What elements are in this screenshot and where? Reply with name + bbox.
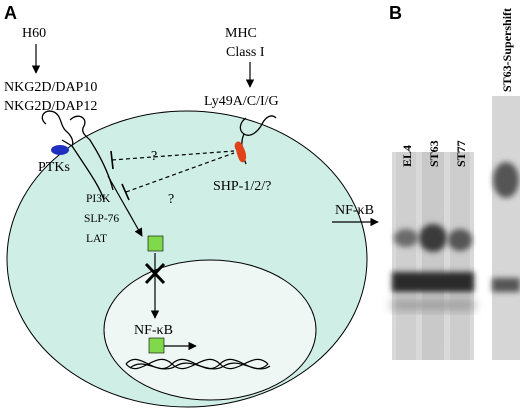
nfkb-nucleus-box bbox=[148, 337, 165, 354]
lane-label-st63: ST63 bbox=[427, 140, 441, 167]
ptk-icon bbox=[51, 145, 69, 155]
nfkb-cytoplasm-box bbox=[147, 235, 164, 252]
nfkb-nucleus-label: NF-κB bbox=[134, 323, 173, 338]
receptor-nkg2d-dap12-label: NKG2D/DAP12 bbox=[4, 99, 97, 114]
emsa-gel-supershift bbox=[492, 96, 520, 360]
ptks-label: PTKs bbox=[38, 160, 70, 175]
lane-label-supershift: ST63-Supershift bbox=[500, 8, 514, 92]
adaptor-pi3k: PI3K bbox=[86, 193, 111, 205]
nfkb-output-label: NF-κB bbox=[335, 203, 374, 218]
question-mark-upper: ? bbox=[151, 149, 157, 164]
adaptor-lat: LAT bbox=[86, 233, 107, 245]
mhc-label: MHC bbox=[225, 26, 257, 41]
adaptor-slp76: SLP-76 bbox=[84, 213, 119, 225]
inhibition-line-upper bbox=[111, 150, 235, 161]
lane-label-el4: EL4 bbox=[400, 145, 414, 167]
inhibition-line-lower bbox=[125, 152, 235, 193]
panel-a-letter: A bbox=[4, 3, 17, 23]
emsa-gel-main bbox=[392, 152, 474, 360]
shp-label: SHP-1/2/? bbox=[213, 179, 271, 194]
nucleus bbox=[103, 259, 317, 401]
inhibition-bar-upper bbox=[110, 150, 114, 170]
class-i-label: Class I bbox=[226, 45, 265, 60]
ly49-label: Ly49A/C/I/G bbox=[204, 94, 279, 109]
nkg2d-receptor-icon bbox=[41, 110, 114, 201]
panel-b-letter: B bbox=[389, 3, 402, 23]
block-cross-icon bbox=[144, 262, 166, 285]
question-mark-lower: ? bbox=[168, 192, 174, 207]
inhibition-bar-lower bbox=[121, 183, 130, 201]
signal-arrow bbox=[107, 175, 143, 237]
shp-icon bbox=[234, 141, 247, 163]
ligand-h60-label: H60 bbox=[22, 26, 46, 41]
receptor-nkg2d-dap10-label: NKG2D/DAP10 bbox=[4, 80, 97, 95]
lane-label-st77: ST77 bbox=[454, 140, 468, 167]
dna-helix-icon bbox=[125, 358, 271, 370]
